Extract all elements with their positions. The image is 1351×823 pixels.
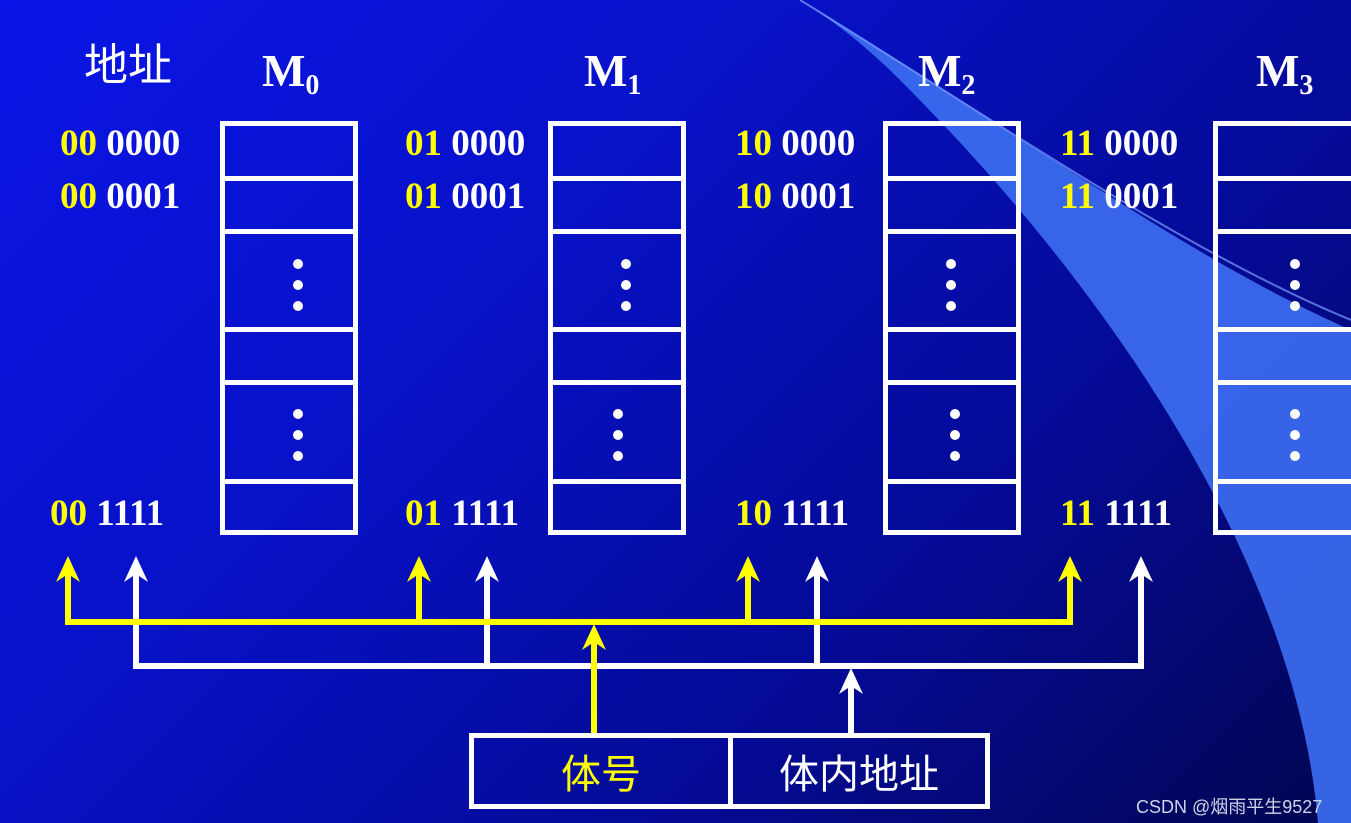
memory-cell-divider — [225, 176, 353, 181]
ellipsis-icon — [293, 259, 303, 322]
memory-cell-divider — [1218, 229, 1351, 234]
address-label: 11 0000 — [1060, 123, 1179, 164]
address-label: 00 0001 — [60, 176, 181, 217]
address-register: 体号 体内地址 — [469, 733, 990, 809]
address-label: 10 0000 — [735, 123, 856, 164]
memory-cell-divider — [225, 380, 353, 385]
memory-cell-divider — [553, 327, 681, 332]
ellipsis-icon — [950, 409, 960, 472]
memory-cell-divider — [1218, 479, 1351, 484]
address-label: 11 0001 — [1060, 176, 1179, 217]
ellipsis-icon — [293, 409, 303, 472]
memory-module-m1 — [548, 121, 686, 535]
offset-arrow-heads — [124, 556, 1153, 694]
memory-cell-divider — [1218, 380, 1351, 385]
memory-cell-divider — [888, 229, 1016, 234]
address-label: 01 1111 — [405, 493, 520, 534]
ellipsis-icon — [613, 409, 623, 472]
memory-cell-divider — [225, 229, 353, 234]
address-label: 10 0001 — [735, 176, 856, 217]
ellipsis-icon — [946, 259, 956, 322]
in-bank-address-field: 体内地址 — [779, 752, 939, 798]
register-divider — [728, 738, 733, 804]
address-label: 01 0001 — [405, 176, 526, 217]
ellipsis-icon — [621, 259, 631, 322]
module-title-m3: M3 — [1256, 45, 1314, 101]
memory-module-m3 — [1213, 121, 1351, 535]
address-label: 01 0000 — [405, 123, 526, 164]
memory-cell-divider — [1218, 327, 1351, 332]
ellipsis-icon — [1290, 259, 1300, 322]
address-label: 00 0000 — [60, 123, 181, 164]
memory-cell-divider — [553, 479, 681, 484]
memory-cell-divider — [553, 176, 681, 181]
memory-cell-divider — [1218, 176, 1351, 181]
bank-number-field: 体号 — [561, 752, 641, 798]
memory-cell-divider — [225, 327, 353, 332]
address-label: 10 1111 — [735, 493, 850, 534]
memory-module-m2 — [883, 121, 1021, 535]
memory-cell-divider — [888, 176, 1016, 181]
ellipsis-icon — [1290, 409, 1300, 472]
address-label: 11 1111 — [1060, 493, 1173, 534]
address-heading: 地址 — [84, 40, 172, 91]
memory-cell-divider — [888, 380, 1016, 385]
module-title-m1: M1 — [584, 45, 642, 101]
memory-module-m0 — [220, 121, 358, 535]
bank-arrow-heads — [56, 556, 1082, 650]
memory-cell-divider — [888, 479, 1016, 484]
memory-cell-divider — [225, 479, 353, 484]
offset-bus-lines — [133, 566, 1144, 736]
memory-cell-divider — [553, 229, 681, 234]
bank-bus-lines — [65, 566, 1073, 736]
memory-cell-divider — [888, 327, 1016, 332]
module-title-m0: M0 — [262, 45, 320, 101]
module-title-m2: M2 — [918, 45, 976, 101]
address-label: 00 1111 — [50, 493, 165, 534]
memory-cell-divider — [553, 380, 681, 385]
watermark: CSDN @烟雨平生9527 — [1136, 797, 1323, 817]
